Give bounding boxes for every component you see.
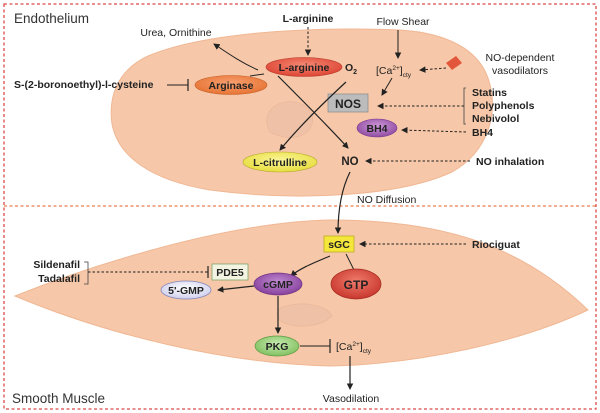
arginase-inhibitor-label: S-(2-boronoethyl)-l-cysteine [14,79,154,91]
bh4-node [356,118,398,138]
calcium-to-nos-arrow [381,77,393,96]
flow-shear-label: Flow Shear [376,16,430,28]
urea-ornithine-label: Urea, Ornithine [140,27,211,39]
pkg-node [254,335,300,357]
cgmp-node [253,272,303,296]
bh4-node-label: BH4 [366,123,387,135]
pkg-label: PKG [266,341,289,353]
riociguat-label: Riociguat [472,239,520,251]
pde5-inhibitors-bracket [84,261,89,285]
no-inhalation-label: NO inhalation [476,156,544,168]
arginase-label: Arginase [209,80,254,92]
sildenafil-label: Sildenafil [33,259,80,271]
statins-label: Statins [472,87,507,99]
five-gmp-label: 5'-GMP [168,285,204,297]
five-gmp-node [160,280,212,300]
smooth-muscle-title: Smooth Muscle [12,391,105,406]
polyphenols-label: Polyphenols [472,100,535,112]
conversion-arrow-left [279,81,347,151]
gtp-node [330,268,382,300]
l-arginine-node-label: L-arginine [279,62,330,74]
outer-dashed-border [3,3,597,410]
tadalafil-label: Tadalafil [38,273,80,285]
gtp-to-cgmp-arrow [290,255,331,277]
sgc-to-gtp-link [345,253,355,271]
nos-label: NOS [335,97,361,111]
endothelium-title: Endothelium [14,11,89,26]
calcium-endothelium-label: [Ca2+]cty [376,65,412,79]
no-dependent-label-line2: vasodilators [492,65,548,77]
smooth-muscle-nucleus [276,303,333,327]
nitric-oxide-label: NO [341,156,358,168]
l-citrulline-node [242,151,318,173]
nos-box [327,93,369,113]
cgmp-label: cGMP [263,279,293,291]
l-arginine-source-label: L-arginine [283,13,334,25]
sgc-label: sGC [328,239,350,251]
cgmp-to-5gmp-arrow [217,285,255,293]
drug-pill-icon [446,56,462,70]
gtp-label: GTP [344,278,369,292]
bh4-supplement-arrow [401,126,467,134]
bh4-source-label: BH4 [472,127,493,139]
smooth-muscle-cell [13,219,589,367]
arginase-node [194,75,268,95]
no-diffusion-arrow [334,171,351,234]
l-arginine-node [265,57,343,77]
urea-arrow [213,43,259,71]
no-dependent-label-line1: NO-dependent [486,52,555,64]
endothelial-nucleus [266,101,313,138]
vasodilation-label: Vasodilation [323,393,380,405]
arginase-link [249,73,265,77]
l-citrulline-label: L-citrulline [253,157,307,169]
no-diffusion-label: NO Diffusion [357,194,416,206]
nebivolol-label: Nebivolol [472,113,519,125]
pde5-label: PDE5 [216,267,244,279]
pde5-box [211,263,249,281]
conversion-arrow-right [277,75,349,149]
oxygen-label: O2 [345,62,357,76]
sgc-box [323,235,355,253]
calcium-smooth-muscle-label: [Ca2+]cty [336,341,372,355]
